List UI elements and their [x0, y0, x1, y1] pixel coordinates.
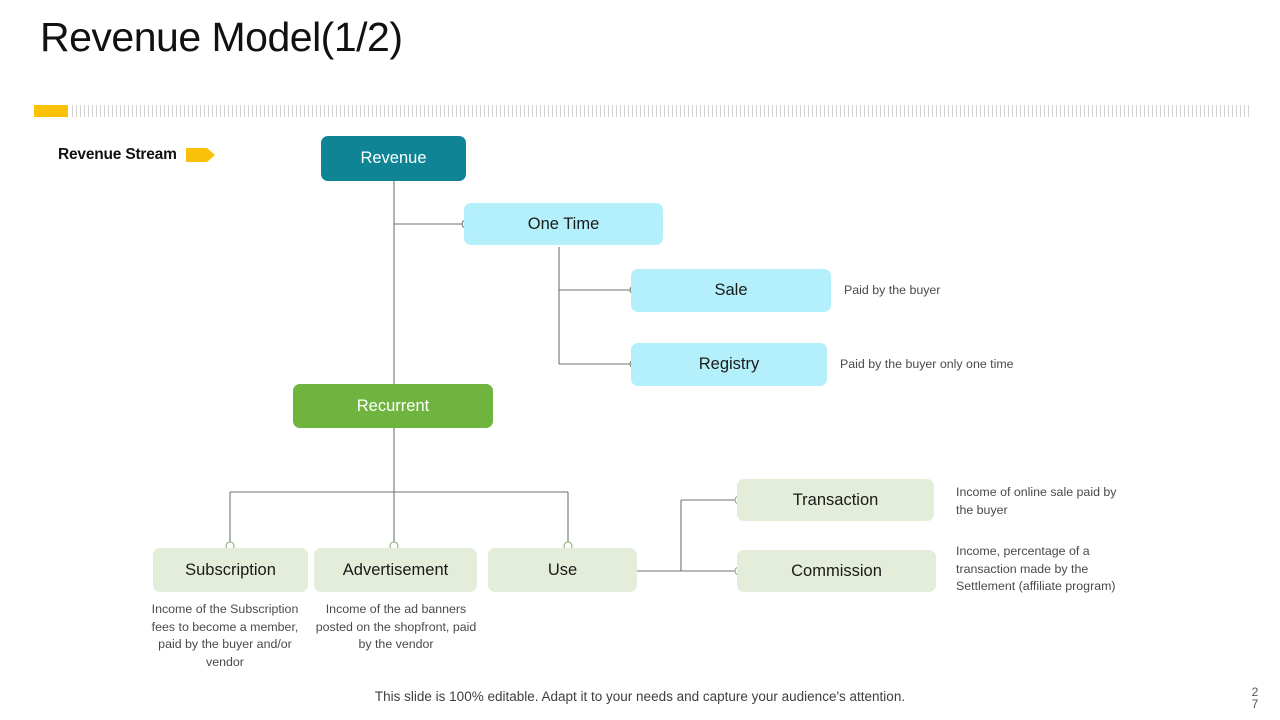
node-registry[interactable]: Registry [631, 343, 827, 386]
node-use-label: Use [547, 560, 578, 579]
node-subscription[interactable]: Subscription [153, 548, 308, 592]
node-recurrent[interactable]: Recurrent [293, 384, 493, 428]
node-recurrent-label: Recurrent [356, 396, 430, 415]
node-sale-label: Sale [714, 281, 748, 300]
node-commission[interactable]: Commission [737, 550, 936, 592]
page-title: Revenue Model(1/2) [40, 14, 403, 60]
node-one-time[interactable]: One Time [464, 203, 663, 245]
desc-advertisement: Income of the ad banners posted on the s… [315, 602, 477, 652]
node-sale[interactable]: Sale [631, 269, 831, 312]
node-advertisement[interactable]: Advertisement [314, 548, 477, 592]
node-use[interactable]: Use [488, 548, 637, 592]
node-subscription-label: Subscription [185, 560, 276, 579]
node-revenue-label: Revenue [360, 149, 427, 168]
node-registry-label: Registry [698, 355, 760, 374]
divider-tick-strip [72, 105, 1252, 117]
divider-accent-block [34, 105, 68, 117]
footer-note: This slide is 100% editable. Adapt it to… [374, 689, 906, 704]
desc-registry: Paid by the buyer only one time [840, 357, 1014, 371]
page-number: 2 7 [1246, 686, 1264, 710]
divider-bar [34, 105, 1252, 117]
arrow-right-icon [185, 146, 216, 164]
desc-sale: Paid by the buyer [844, 283, 941, 297]
node-transaction-label: Transaction [792, 490, 879, 509]
node-transaction[interactable]: Transaction [737, 479, 934, 521]
node-commission-label: Commission [791, 561, 882, 580]
node-one-time-label: One Time [527, 214, 600, 233]
node-revenue[interactable]: Revenue [321, 136, 466, 181]
page-number-digit-1: 2 [1251, 685, 1259, 699]
revenue-stream-legend: Revenue Stream [58, 146, 216, 164]
page-number-digit-2: 7 [1251, 697, 1259, 711]
node-advertisement-label: Advertisement [342, 560, 449, 579]
revenue-stream-label: Revenue Stream [58, 146, 177, 163]
desc-commission: Income, percentage of a transaction made… [956, 544, 1116, 594]
desc-transaction: Income of online sale paid by the buyer [956, 485, 1117, 517]
desc-subscription: Income of the Subscription fees to becom… [151, 602, 299, 669]
